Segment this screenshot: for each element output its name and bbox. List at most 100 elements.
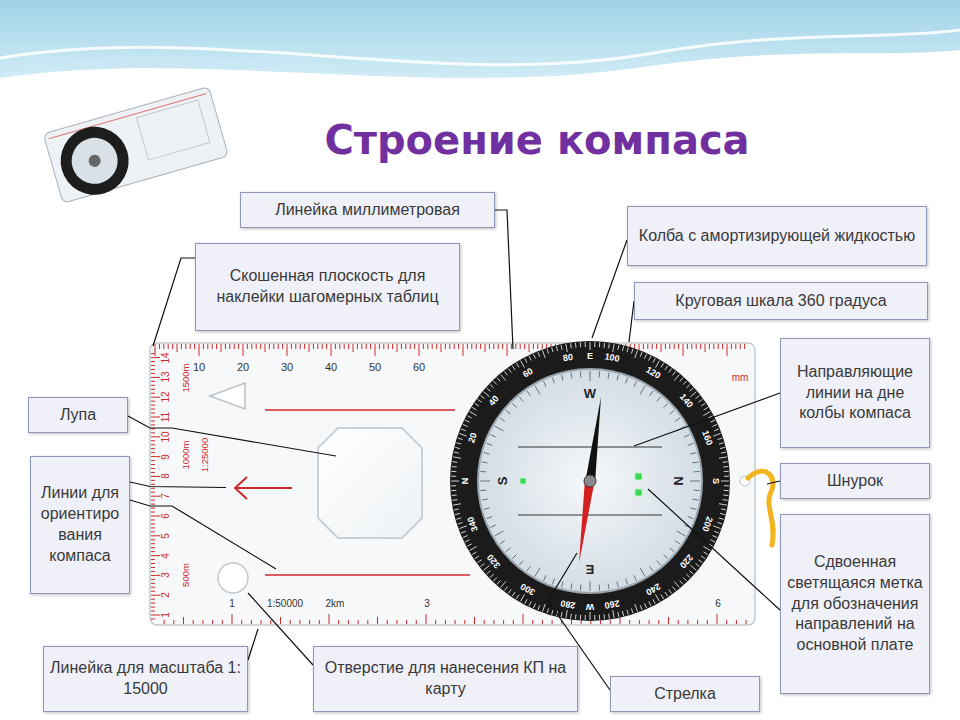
- ruler-tick: [151, 476, 160, 477]
- bezel-tick: [669, 589, 672, 593]
- bezel-tick: [529, 601, 531, 605]
- ruler-number: 10: [193, 362, 205, 373]
- bezel-tick: [451, 485, 456, 486]
- ruler-tick: [151, 527, 155, 528]
- ruler-tick: [304, 344, 305, 349]
- bezel-tick: [484, 565, 490, 570]
- bezel-tick: [452, 466, 457, 468]
- card-tick: [571, 583, 572, 589]
- ruler-tick: [388, 344, 389, 349]
- card-tick: [544, 381, 547, 386]
- ruler-tick: [151, 417, 160, 418]
- orientation-line: [265, 574, 470, 576]
- ruler-tick: [339, 344, 340, 349]
- ruler-tick: [683, 344, 684, 356]
- ruler-tick: [151, 397, 160, 398]
- bezel-tick: [713, 526, 721, 529]
- ruler-number: 11: [161, 412, 171, 422]
- bezel-tick: [631, 349, 633, 354]
- ruler-tick: [467, 344, 468, 349]
- bezel-tick: [608, 343, 610, 348]
- bezel-tick: [484, 392, 490, 397]
- ruler-tick: [687, 344, 688, 349]
- ruler-tick: [183, 617, 184, 624]
- callout-text: Круговая шкала 360 градуса: [641, 291, 921, 312]
- card-tick: [487, 443, 493, 445]
- card-tick: [664, 403, 668, 407]
- bezel-tick: [455, 447, 460, 448]
- bezel-tick: [538, 352, 540, 357]
- bezel-tick: [458, 522, 463, 524]
- bezel-tick: [585, 342, 586, 347]
- ruler-tick: [243, 344, 244, 356]
- ruler-tick: [691, 344, 692, 349]
- ruler-tick: [503, 620, 504, 624]
- card-tick: [694, 490, 700, 492]
- bezel-tick: [613, 610, 614, 618]
- leader-line: [130, 482, 226, 488]
- ruler-tick: [493, 620, 494, 624]
- ruler-tick: [287, 344, 288, 356]
- ruler-tick: [151, 523, 155, 524]
- bezel-tick: [487, 571, 491, 574]
- ruler-tick: [151, 409, 155, 410]
- ruler-tick: [151, 583, 155, 584]
- card-tick: [590, 581, 591, 591]
- card-tick: [640, 386, 645, 395]
- ruler-number: 3: [424, 599, 430, 609]
- ruler-tick: [151, 381, 155, 382]
- ruler-tick: [432, 344, 433, 349]
- ruler-tick: [661, 344, 662, 352]
- ruler-tick: [151, 607, 155, 608]
- callout-box: Круговая шкала 360 градуса: [634, 282, 928, 320]
- leader-line: [248, 593, 313, 665]
- ruler-tick: [151, 599, 155, 600]
- bezel-tick: [696, 395, 700, 398]
- ruler-tick: [445, 344, 446, 349]
- ruler-tick: [151, 456, 160, 457]
- ruler-tick: [322, 344, 323, 349]
- ruler-tick: [665, 344, 666, 349]
- bezel-tick: [451, 481, 459, 482]
- ruler-tick: [455, 620, 456, 624]
- ruler-tick: [419, 344, 420, 356]
- ruler-tick: [348, 620, 349, 624]
- card-tick: [562, 581, 564, 587]
- ruler-tick: [652, 344, 653, 349]
- bezel-tick: [724, 485, 729, 486]
- leader-line: [128, 416, 336, 456]
- ruler-tick: [151, 591, 155, 592]
- ruler-tick: [338, 620, 339, 624]
- scale-mark: E: [587, 352, 593, 361]
- scale-mark: 260: [604, 598, 620, 609]
- scale-mark: N: [461, 478, 470, 485]
- ruler-tick: [696, 344, 697, 349]
- leader-line: [634, 393, 780, 446]
- ruler-tick: [445, 620, 446, 624]
- bezel-tick: [463, 424, 468, 426]
- ruler-tick: [232, 614, 233, 624]
- bezel-tick: [698, 560, 702, 563]
- scale-mark: 20: [467, 432, 479, 444]
- card-tick: [690, 481, 700, 482]
- scale-mark: E: [586, 563, 595, 576]
- ruler-tick: [151, 448, 155, 449]
- ruler-tick: [656, 344, 657, 349]
- bezel-ring: [450, 341, 730, 621]
- ruler-tick: [168, 344, 169, 349]
- bezel-tick: [516, 363, 519, 367]
- ruler-tick: [740, 344, 741, 349]
- ruler-tick: [436, 344, 437, 349]
- ruler-tick: [471, 344, 472, 349]
- scale-mark: 140: [677, 392, 694, 409]
- card-tick: [694, 471, 700, 473]
- bezel-tick: [451, 490, 456, 491]
- ruler-tick: [194, 344, 195, 349]
- card-tick: [608, 373, 609, 379]
- card-tick: [544, 575, 547, 580]
- bezel-tick: [516, 595, 519, 599]
- needle-north: [585, 397, 601, 483]
- compass-photo: [43, 87, 229, 206]
- ruler-number: 5: [161, 533, 171, 539]
- bezel-tick: [720, 513, 725, 514]
